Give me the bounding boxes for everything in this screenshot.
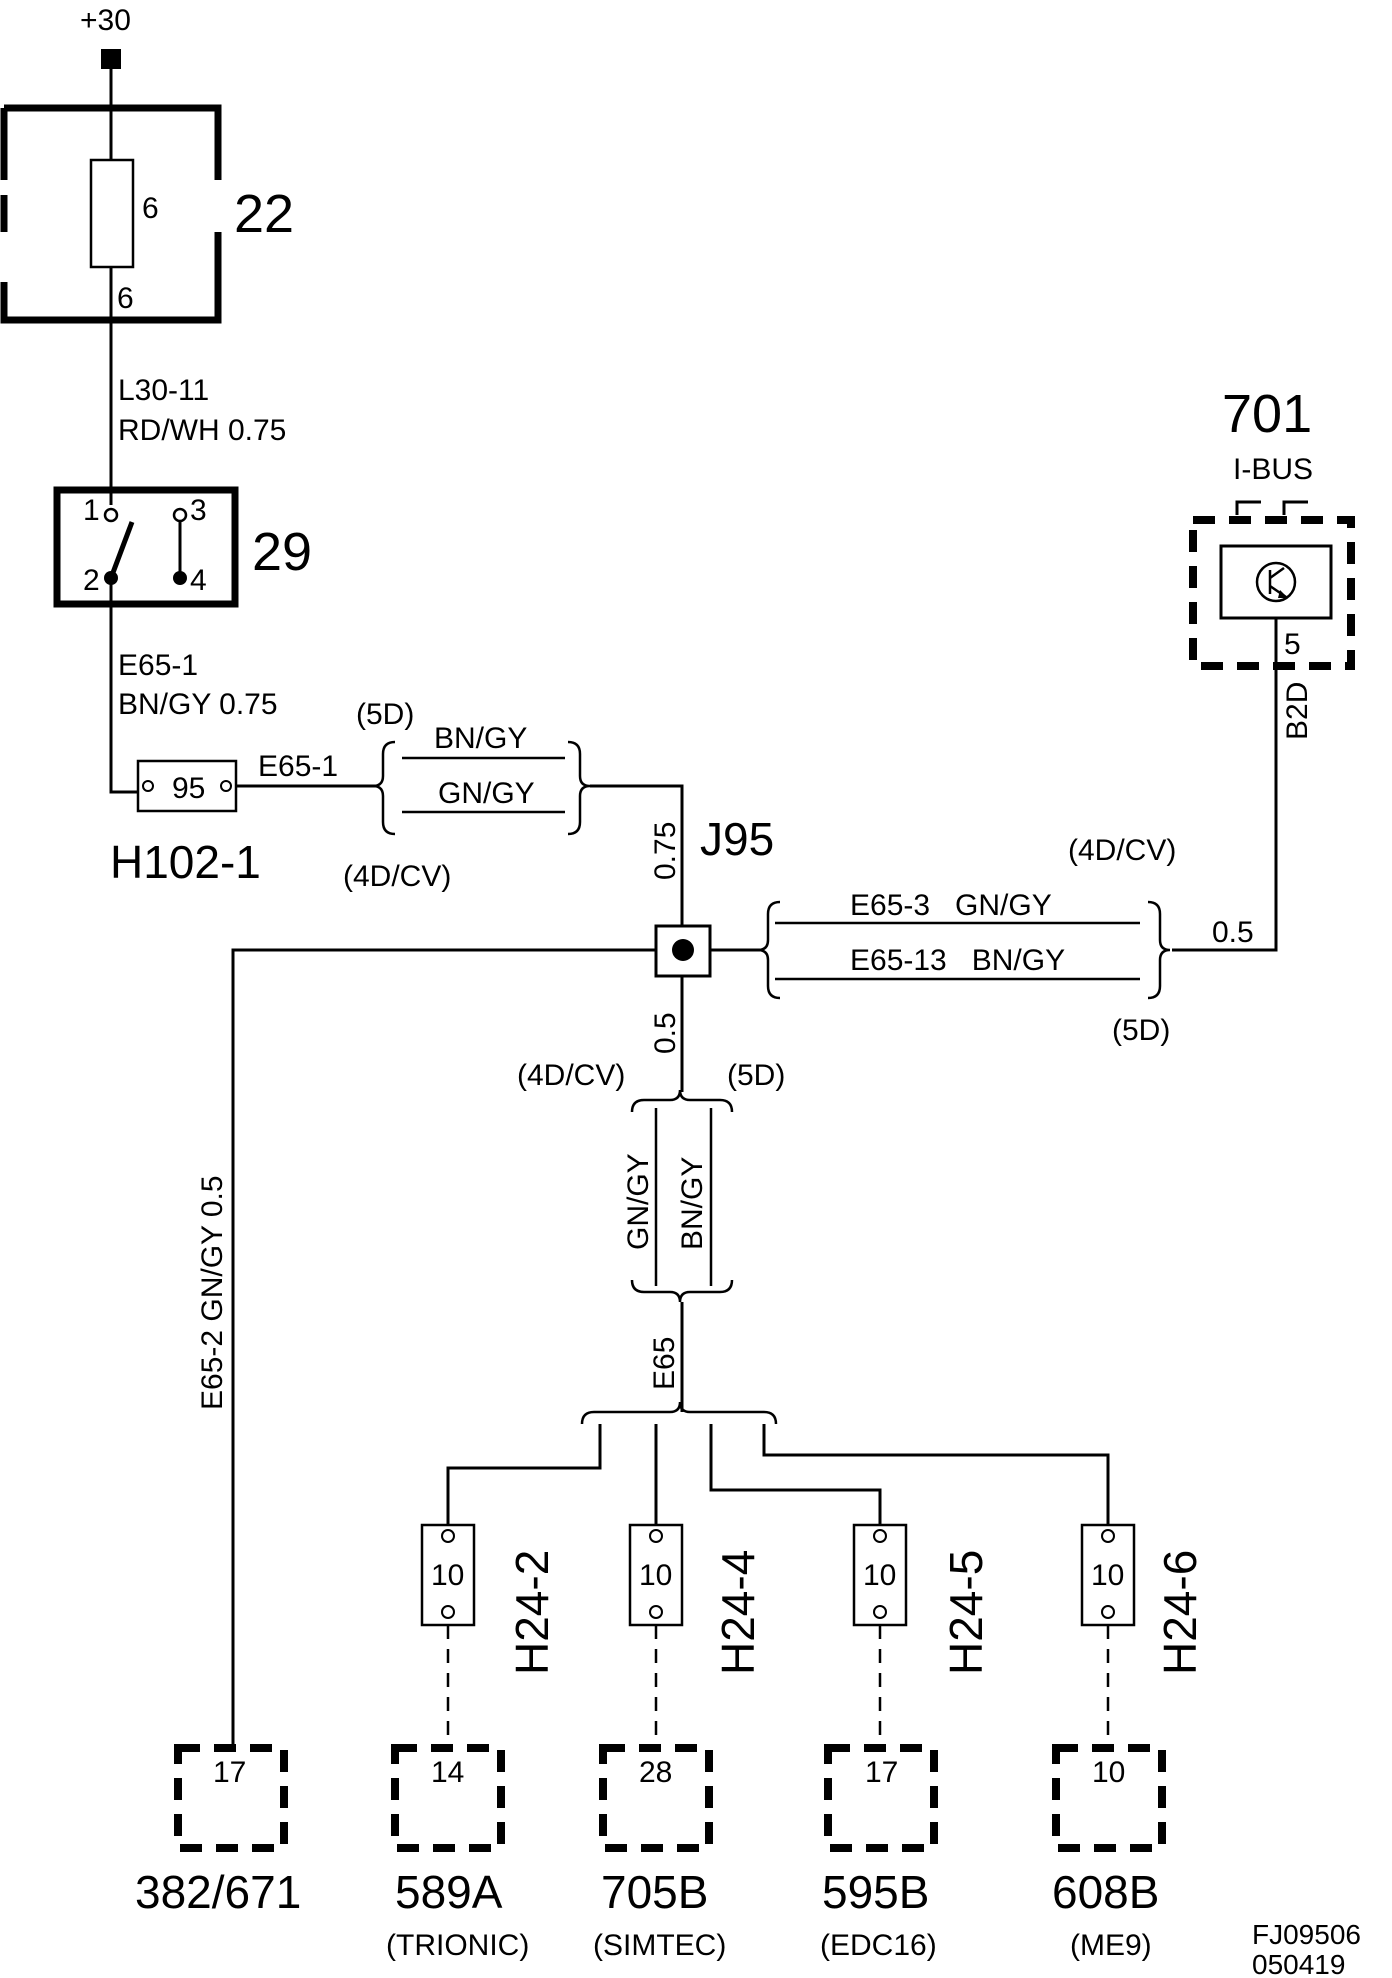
bundle-center-wire: E65	[648, 1337, 681, 1390]
module-382-671-pin: 17	[213, 1756, 246, 1789]
module-595b: 17 595B (EDC16)	[820, 1744, 938, 1962]
bundle-center-label-left: (4D/CV)	[517, 1059, 625, 1092]
bundle-center-line-2: BN/GY	[676, 1157, 709, 1250]
module-382-671: 17 382/671	[135, 1744, 301, 1918]
switch-pin-4: 4	[190, 564, 207, 597]
module-705b-id: 705B	[601, 1866, 708, 1918]
bundle-right-line-2: E65-13 BN/GY	[850, 944, 1065, 977]
module-705b-sub: (SIMTEC)	[593, 1929, 726, 1962]
h24-6-id: H24-6	[1154, 1550, 1206, 1675]
fuse-number: 6	[142, 192, 159, 225]
splice-j95: J95 0.75 0.5	[649, 813, 774, 1054]
connector-h24-2: 10 H24-2	[420, 1523, 558, 1675]
module-701-pin: 5	[1284, 628, 1301, 661]
splice-size-down: 0.5	[649, 1012, 682, 1054]
bundle-right-label-bottom: (5D)	[1112, 1014, 1170, 1047]
transistor-icon	[1255, 561, 1297, 603]
splice-size-up: 0.75	[649, 822, 682, 880]
h102-wire: E65-1	[258, 750, 338, 783]
splice-id: J95	[700, 813, 774, 865]
h24-6-pin: 10	[1091, 1559, 1124, 1592]
h24-2-pin: 10	[431, 1559, 464, 1592]
module-701-wire: B2D	[1281, 682, 1314, 740]
wire-l30-code: L30-11	[118, 374, 209, 407]
bundle-center-line-1: GN/GY	[622, 1153, 655, 1250]
h24-5-pin: 10	[863, 1559, 896, 1592]
module-705b: 28 705B (SIMTEC)	[593, 1744, 726, 1962]
left-wire-label: E65-2 GN/GY 0.5	[196, 1175, 229, 1410]
connector-h24-4: 10 H24-4	[628, 1523, 764, 1675]
module-382-671-id: 382/671	[135, 1866, 301, 1918]
module-589a-sub: (TRIONIC)	[386, 1929, 529, 1962]
bundle-center: GN/GY BN/GY (4D/CV) (5D) E65	[517, 1059, 785, 1390]
connector-h24-5: 10 H24-5	[852, 1523, 992, 1675]
module-595b-sub: (EDC16)	[820, 1929, 937, 1962]
fuse-element	[89, 158, 135, 269]
bundle-top-label-top: (5D)	[356, 698, 414, 731]
module-589a: 14 589A (TRIONIC)	[386, 1744, 529, 1962]
module-701: 701 I-BUS 5 B2D 0.5	[1189, 384, 1355, 949]
h24-5-id: H24-5	[940, 1550, 992, 1675]
module-608b: 10 608B (ME9)	[1052, 1744, 1166, 1962]
connector-h24-6: 10 H24-6	[1080, 1523, 1206, 1675]
fuse-box-id: 22	[234, 184, 294, 244]
connector-h102-1: 95 H102-1	[110, 759, 261, 888]
bundle-right-line-1: E65-3 GN/GY	[850, 889, 1052, 922]
footer-date: 050419	[1252, 1949, 1345, 1978]
module-595b-pin: 17	[865, 1756, 898, 1789]
h24-2-id: H24-2	[506, 1550, 558, 1675]
module-705b-pin: 28	[639, 1756, 672, 1789]
bundle-right-label-top: (4D/CV)	[1068, 834, 1176, 867]
switch-id: 29	[252, 522, 312, 582]
switch-contact	[108, 521, 135, 579]
module-608b-id: 608B	[1052, 1866, 1159, 1918]
module-608b-sub: (ME9)	[1070, 1929, 1152, 1962]
h24-4-id: H24-4	[712, 1550, 764, 1675]
bundle-right: E65-3 GN/GY E65-13 BN/GY (4D/CV) (5D)	[757, 834, 1176, 1047]
module-589a-pin: 14	[431, 1756, 464, 1789]
supply-terminal	[101, 49, 121, 69]
bundle-top: BN/GY GN/GY (5D) (4D/CV)	[343, 698, 591, 893]
h102-id: H102-1	[110, 836, 261, 888]
module-589a-id: 589A	[395, 1866, 503, 1918]
h102-pin: 95	[172, 772, 205, 805]
supply-label: +30	[80, 4, 131, 37]
switch-29: 1 3 2 4 29	[53, 486, 312, 608]
bundle-top-line-1: BN/GY	[434, 722, 527, 755]
switch-pin-2: 2	[83, 564, 100, 597]
fuse-box-22: 6 6 22	[0, 104, 294, 324]
wire-l30-spec: RD/WH 0.75	[118, 414, 286, 447]
switch-pin-3: 3	[190, 494, 207, 527]
fuse-pin: 6	[117, 282, 134, 315]
module-595b-id: 595B	[822, 1866, 929, 1918]
h24-4-pin: 10	[639, 1559, 672, 1592]
switch-pin-1: 1	[83, 494, 100, 527]
bundle-top-label-bottom: (4D/CV)	[343, 860, 451, 893]
wire-e65-1-code: E65-1	[118, 649, 198, 682]
module-701-size: 0.5	[1212, 916, 1254, 949]
module-608b-pin: 10	[1092, 1756, 1125, 1789]
bundle-top-line-2: GN/GY	[438, 777, 535, 810]
bundle-center-label-right: (5D)	[727, 1059, 785, 1092]
footer-code: FJ09506	[1252, 1919, 1361, 1950]
module-701-bus: I-BUS	[1233, 453, 1313, 486]
module-701-id: 701	[1222, 384, 1312, 444]
wire-e65-1-spec: BN/GY 0.75	[118, 688, 278, 721]
